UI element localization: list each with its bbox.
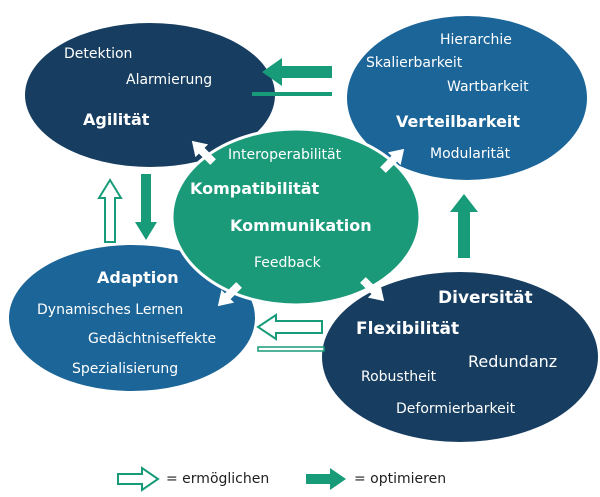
diagonal-arrow-upper-right: [380, 148, 405, 173]
center-item-interoperabilitaet: Interoperabilität: [228, 147, 342, 163]
flexibilitaet-item-redundanz: Redundanz: [468, 352, 558, 371]
center-item-feedback: Feedback: [254, 255, 321, 271]
adaption-item-dynamisches-lernen: Dynamisches Lernen: [37, 302, 184, 318]
center-title-kompatibilitaet: Kompatibilität: [190, 179, 320, 198]
adaption-item-spezialisierung: Spezialisierung: [72, 361, 179, 377]
enable-arrow-bottom: [256, 313, 323, 341]
agilitaet-title: Agilität: [83, 110, 150, 129]
legend-optimize-label: = optimieren: [354, 471, 447, 487]
connector-line-bottom: [257, 346, 325, 352]
optimize-arrow-left: [135, 174, 157, 240]
legend-enable-arrow-icon: [117, 466, 160, 492]
diagonal-arrow-lower-right: [360, 277, 385, 302]
agilitaet-item-detektion: Detektion: [64, 46, 133, 62]
enable-arrow-left: [97, 178, 123, 243]
verteilbarkeit-title: Verteilbarkeit: [396, 112, 521, 131]
center-title-kommunikation: Kommunikation: [230, 216, 372, 235]
flexibilitaet-item-deformierbarkeit: Deformierbarkeit: [396, 401, 516, 417]
adaption-ellipse: [9, 245, 255, 391]
legend-enable-label: = ermöglichen: [166, 471, 270, 487]
flexibilitaet-title-diversitaet: Diversität: [438, 288, 533, 308]
verteilbarkeit-ellipse: [347, 16, 587, 180]
agilitaet-ellipse: [25, 23, 275, 167]
agilitaet-item-alarmierung: Alarmierung: [126, 72, 213, 88]
verteilbarkeit-item-hierarchie: Hierarchie: [440, 32, 512, 48]
diagonal-arrow-lower-left: [217, 282, 242, 307]
flexibilitaet-title-flexibilitaet: Flexibilität: [356, 319, 460, 339]
verteilbarkeit-item-wartbarkeit: Wartbarkeit: [447, 79, 529, 95]
flexibilitaet-ellipse: [322, 272, 598, 442]
diagonal-arrow-upper-left: [191, 140, 216, 165]
verteilbarkeit-item-skalierbarkeit: Skalierbarkeit: [366, 55, 463, 71]
optimize-arrow-right: [450, 194, 478, 258]
legend-optimize-arrow-icon: [306, 468, 346, 490]
center-ellipse: [170, 127, 422, 307]
connector-line-top: [252, 92, 332, 96]
adaption-title: Adaption: [97, 268, 179, 287]
adaption-item-gedaechtniseffekte: Gedächtniseffekte: [88, 331, 217, 347]
optimize-arrow-top: [262, 58, 332, 86]
verteilbarkeit-item-modularitaet: Modularität: [430, 146, 511, 162]
flexibilitaet-item-robustheit: Robustheit: [361, 369, 437, 385]
